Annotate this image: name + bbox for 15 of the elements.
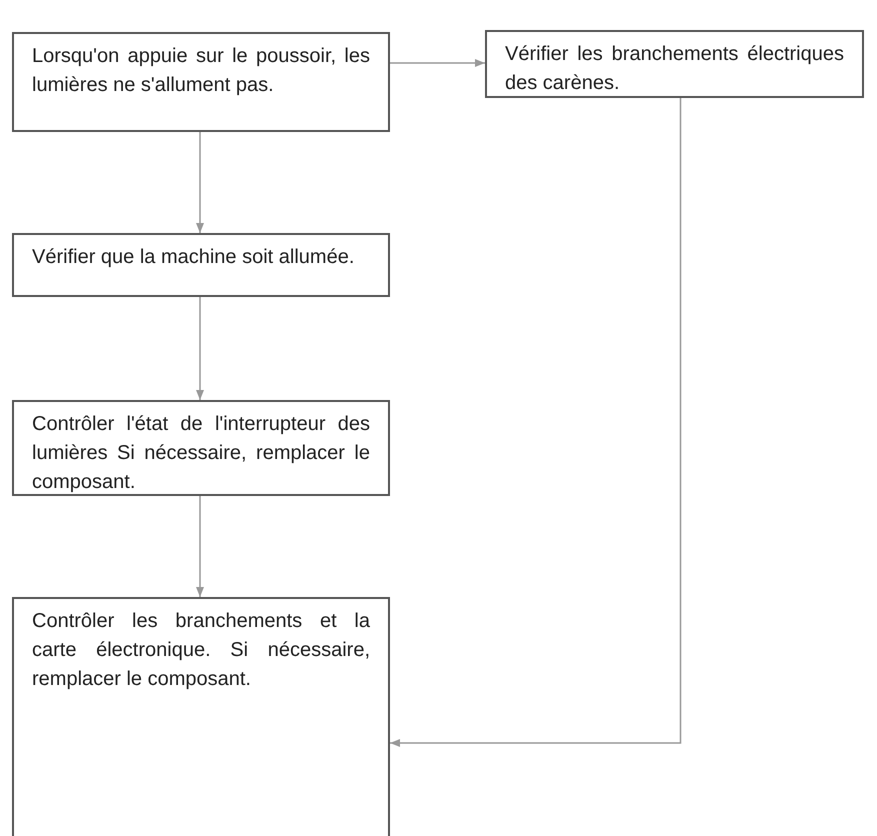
arrow <box>196 496 204 597</box>
arrow <box>196 297 204 400</box>
process-box <box>12 233 390 297</box>
step-text: Lorsqu'on appuie sur le poussoir, les lumières ne s'allument pas. <box>32 44 370 98</box>
arrow <box>390 98 682 747</box>
process-box <box>12 32 390 132</box>
process-box <box>12 400 390 496</box>
process-box <box>485 30 864 98</box>
arrow <box>390 59 485 67</box>
process-box <box>12 597 390 836</box>
step-text: Contrôler l'état de l'interrupteur des lumières Si nécessaire, remplacer le composant. <box>32 412 370 495</box>
step-text: Vérifier que la machine soit allumée. <box>32 245 356 270</box>
step-text: Contrôler les branchements et la carte électronique. Si nécessaire, remplacer le composant. <box>32 609 370 692</box>
arrow <box>196 132 204 233</box>
step-text: Vérifier les branchements électriques des carènes. <box>505 42 844 96</box>
